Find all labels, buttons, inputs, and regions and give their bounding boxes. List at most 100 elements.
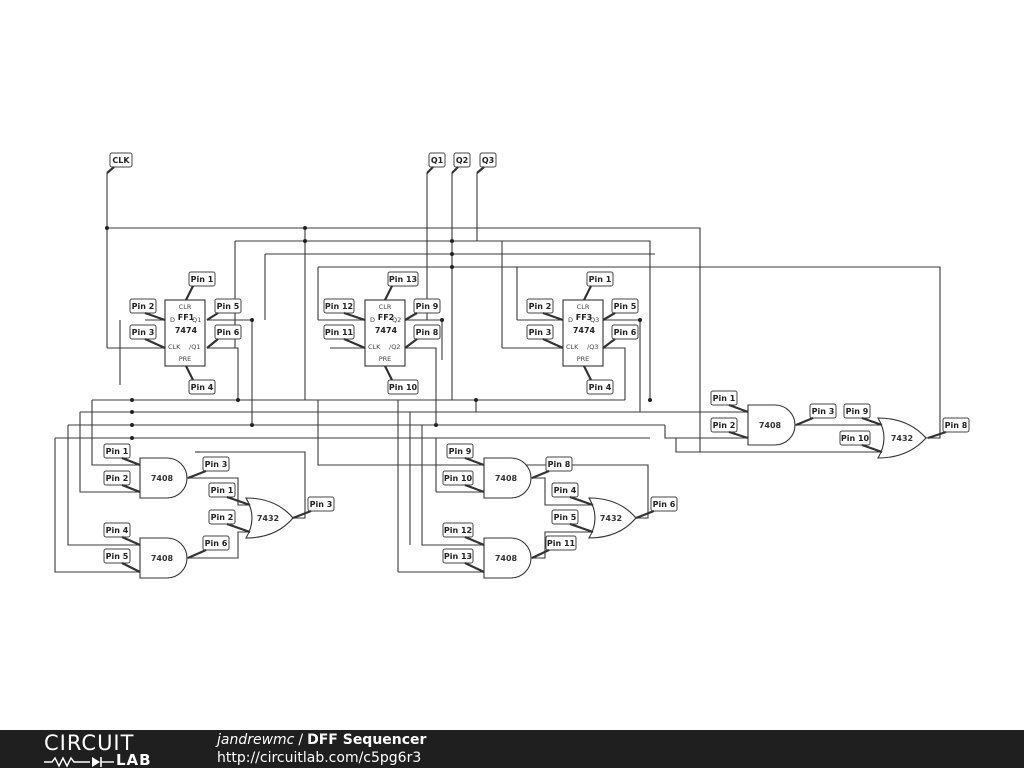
ff1-pin-clr: Pin 1 (185, 271, 216, 301)
or-gate-mid[interactable]: 7432 (588, 497, 637, 539)
svg-text:Q1: Q1 (192, 316, 201, 324)
ff2-pin-nq: Pin 8 (404, 324, 441, 349)
flip-flop-ff2[interactable]: CLR D FF2 Q2 7474 CLK /Q2 PRE (364, 299, 406, 367)
svg-text:Pin 10: Pin 10 (389, 383, 418, 392)
svg-text:CLR: CLR (379, 303, 392, 311)
svg-text:7432: 7432 (600, 514, 622, 523)
svg-text:7432: 7432 (891, 434, 913, 443)
svg-text:D: D (370, 316, 375, 324)
svg-text:Pin 6: Pin 6 (614, 328, 637, 337)
svg-text:7474: 7474 (175, 326, 198, 335)
svg-text:Pin 2: Pin 2 (529, 302, 552, 311)
svg-text:PRE: PRE (379, 355, 392, 363)
svg-text:/Q2: /Q2 (389, 343, 400, 351)
svg-text:FF3: FF3 (576, 313, 593, 322)
svg-text:Pin 2: Pin 2 (132, 302, 155, 311)
footer-bar: CIRCUIT LAB jandrewmc/DFF Sequencer http… (0, 730, 1024, 768)
or-left-pin-in1: Pin 1 (208, 482, 251, 507)
and-right-pin-in2: Pin 2 (710, 417, 749, 440)
svg-text:PRE: PRE (577, 355, 590, 363)
and-mid-top-pin-in2: Pin 10 (442, 470, 485, 494)
or-mid-pin-in2: Pin 5 (551, 509, 594, 534)
svg-text:Pin 2: Pin 2 (211, 513, 234, 522)
and-left-bottom-pin-in1: Pin 4 (103, 522, 141, 547)
svg-text:Pin 5: Pin 5 (614, 302, 637, 311)
svg-text:Pin 10: Pin 10 (444, 474, 473, 483)
svg-text:Pin 8: Pin 8 (548, 460, 571, 469)
svg-text:D: D (568, 316, 573, 324)
svg-text:Q3: Q3 (590, 316, 599, 324)
circuit-url[interactable]: http://circuitlab.com/c5pg6r3 (217, 750, 422, 766)
svg-text:D: D (170, 316, 175, 324)
ff1-pin-nq: Pin 6 (206, 324, 242, 349)
svg-text:Q2: Q2 (456, 156, 468, 165)
net-label-q1: Q1 (426, 152, 446, 174)
svg-text:Pin 1: Pin 1 (589, 275, 612, 284)
and-mid-bottom-pin-in2: Pin 13 (442, 548, 485, 573)
svg-text:7474: 7474 (375, 326, 398, 335)
flip-flop-ff3[interactable]: CLR D FF3 Q3 7474 CLK /Q3 PRE (562, 299, 604, 367)
svg-text:Pin 10: Pin 10 (841, 434, 870, 443)
svg-text:Q1: Q1 (431, 156, 444, 165)
and-mid-bottom-pin-out: Pin 11 (531, 535, 577, 559)
svg-text:Pin 1: Pin 1 (106, 447, 129, 456)
circuit-title[interactable]: DFF Sequencer (307, 732, 427, 748)
title-separator: / (298, 732, 304, 748)
svg-text:Pin 3: Pin 3 (205, 460, 228, 469)
and-mid-bottom-pin-in1: Pin 12 (442, 522, 485, 547)
svg-text:Q3: Q3 (482, 156, 494, 165)
or-gate-right[interactable]: 7432 (877, 417, 927, 459)
and-left-top-pin-out: Pin 3 (187, 456, 230, 480)
svg-text:Pin 3: Pin 3 (132, 328, 155, 337)
svg-text:Pin 3: Pin 3 (812, 407, 835, 416)
and-left-top-pin-in1: Pin 1 (103, 443, 141, 467)
svg-text:Pin 6: Pin 6 (217, 328, 240, 337)
ff2-pin-clk: Pin 11 (323, 324, 366, 350)
svg-text:7474: 7474 (573, 326, 596, 335)
svg-text:7408: 7408 (151, 474, 174, 483)
svg-text:Pin 11: Pin 11 (547, 539, 576, 548)
net-label-q3: Q3 (476, 152, 497, 174)
junction-layer (105, 226, 652, 440)
svg-text:7408: 7408 (759, 421, 782, 430)
svg-text:Pin 3: Pin 3 (529, 328, 552, 337)
flip-flop-ff1[interactable]: CLR D FF1 Q1 7474 CLK /Q1 PRE (164, 299, 206, 367)
or-right-pin-in2: Pin 10 (839, 430, 883, 454)
svg-text:Pin 5: Pin 5 (217, 302, 240, 311)
svg-text:Pin 1: Pin 1 (211, 486, 234, 495)
and-mid-top-pin-in1: Pin 9 (446, 443, 485, 467)
or-right-pin-out: Pin 8 (927, 417, 970, 440)
svg-text:CLK: CLK (566, 343, 579, 351)
ff1-pin-q: Pin 5 (206, 298, 242, 321)
svg-text:PRE: PRE (179, 355, 192, 363)
or-right-pin-in1: Pin 9 (843, 403, 883, 427)
circuitlab-logo[interactable]: CIRCUIT LAB (44, 732, 174, 768)
author-link[interactable]: jandrewmc (217, 732, 295, 748)
svg-text:Pin 9: Pin 9 (846, 407, 869, 416)
schematic-canvas: CLK Q1 Q2 Q3 CLR D FF1 Q1 7474 CLK /Q1 P… (54, 152, 970, 579)
svg-text:Pin 2: Pin 2 (713, 421, 736, 430)
or-gate-left[interactable]: 7432 (245, 497, 294, 539)
and-gate-right[interactable]: 7408 (747, 404, 796, 446)
ff3-pin-clk: Pin 3 (526, 324, 564, 350)
svg-text:Pin 6: Pin 6 (205, 539, 228, 548)
svg-text:FF2: FF2 (378, 313, 395, 322)
and-gate-left-top[interactable]: 7408 (139, 457, 188, 499)
and-right-pin-in1: Pin 1 (710, 390, 749, 414)
svg-text:/Q3: /Q3 (587, 343, 598, 351)
logo-wordmark-top: CIRCUIT (44, 731, 135, 755)
and-gate-mid-top[interactable]: 7408 (483, 457, 532, 499)
svg-text:Pin 12: Pin 12 (444, 526, 472, 535)
and-gate-left-bottom[interactable]: 7408 (139, 537, 188, 579)
or-mid-pin-in1: Pin 4 (551, 482, 594, 507)
and-gate-mid-bottom[interactable]: 7408 (483, 537, 532, 579)
ff3-pin-q: Pin 5 (602, 298, 639, 321)
or-left-pin-in2: Pin 2 (208, 509, 251, 534)
svg-text:/Q1: /Q1 (189, 343, 200, 351)
ff1-pin-d: Pin 2 (129, 298, 166, 322)
svg-text:Pin 6: Pin 6 (653, 500, 676, 509)
svg-text:Pin 11: Pin 11 (325, 328, 354, 337)
svg-text:Pin 4: Pin 4 (589, 383, 612, 392)
svg-text:CLR: CLR (179, 303, 192, 311)
svg-text:Pin 8: Pin 8 (416, 328, 439, 337)
